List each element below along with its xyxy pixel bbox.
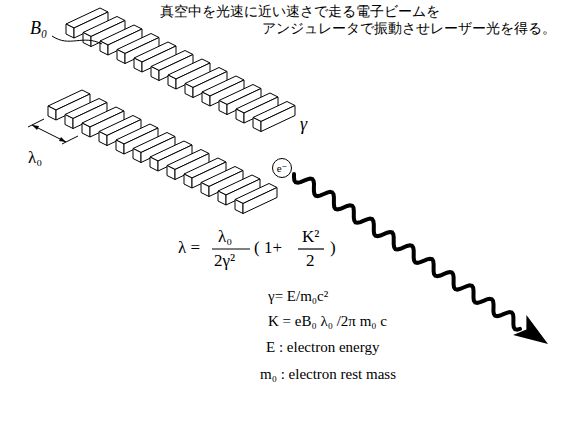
magnet-face xyxy=(150,157,158,171)
magnet-face xyxy=(185,84,193,98)
leader-line xyxy=(52,36,102,44)
magnet-face xyxy=(243,188,277,214)
formula-numerator: λ₀ xyxy=(218,227,232,247)
electron-label: e⁻ xyxy=(277,163,288,174)
magnet-face xyxy=(201,183,209,197)
formula-part: ( 1+ xyxy=(254,238,282,258)
magnet-face xyxy=(167,166,175,180)
lorentz-factor-label: γ xyxy=(300,114,307,135)
electron-circle: e⁻ xyxy=(272,158,292,178)
magnet-face xyxy=(235,200,243,214)
light-wave xyxy=(294,174,520,330)
magnet-face xyxy=(168,75,176,89)
magnet-face xyxy=(236,109,244,123)
magnet-face xyxy=(151,67,159,81)
magnet-face xyxy=(83,33,91,47)
formula-part: λ = xyxy=(178,238,200,258)
magnet-face xyxy=(99,132,107,146)
magnet-face xyxy=(48,106,56,120)
formula-denominator: 2γ² xyxy=(214,251,235,271)
magnet-face xyxy=(66,24,74,38)
field-label: B₀ xyxy=(30,18,47,39)
dimension-arrow xyxy=(32,125,39,130)
magnet-face xyxy=(184,174,192,188)
magnet-face xyxy=(202,92,210,106)
formula-part: ) xyxy=(330,238,336,258)
magnet-face xyxy=(65,115,73,129)
period-label: λ₀ xyxy=(28,148,42,168)
magnet-face xyxy=(116,140,124,154)
heading: 真空中を光速に近い速さで走る電子ビームを アンジュレータで振動させレーザー光を得… xyxy=(160,3,556,37)
magnet-array xyxy=(48,8,295,214)
dimension-arrow xyxy=(59,137,66,142)
magnet-face xyxy=(82,123,90,137)
definition: K = eB₀ λ₀ /2π m₀ c xyxy=(268,312,387,330)
definition: m₀ : electron rest mass xyxy=(260,365,396,383)
magnet-face xyxy=(133,149,141,163)
definition: E : electron energy xyxy=(266,338,379,356)
magnet-face xyxy=(134,58,142,72)
magnet-face xyxy=(253,118,261,132)
formula-numerator: K² xyxy=(302,227,319,247)
magnet-face xyxy=(219,101,227,115)
formula-denominator: 2 xyxy=(306,251,315,271)
magnet-face xyxy=(218,191,226,205)
light-arrowhead xyxy=(513,315,548,344)
fraction-bar xyxy=(298,248,324,249)
magnet-face xyxy=(117,50,125,64)
dimension-lines xyxy=(28,119,78,144)
definition: γ= E/m₀c² xyxy=(268,287,328,305)
fraction-bar xyxy=(212,248,250,249)
magnet-face xyxy=(261,106,295,132)
